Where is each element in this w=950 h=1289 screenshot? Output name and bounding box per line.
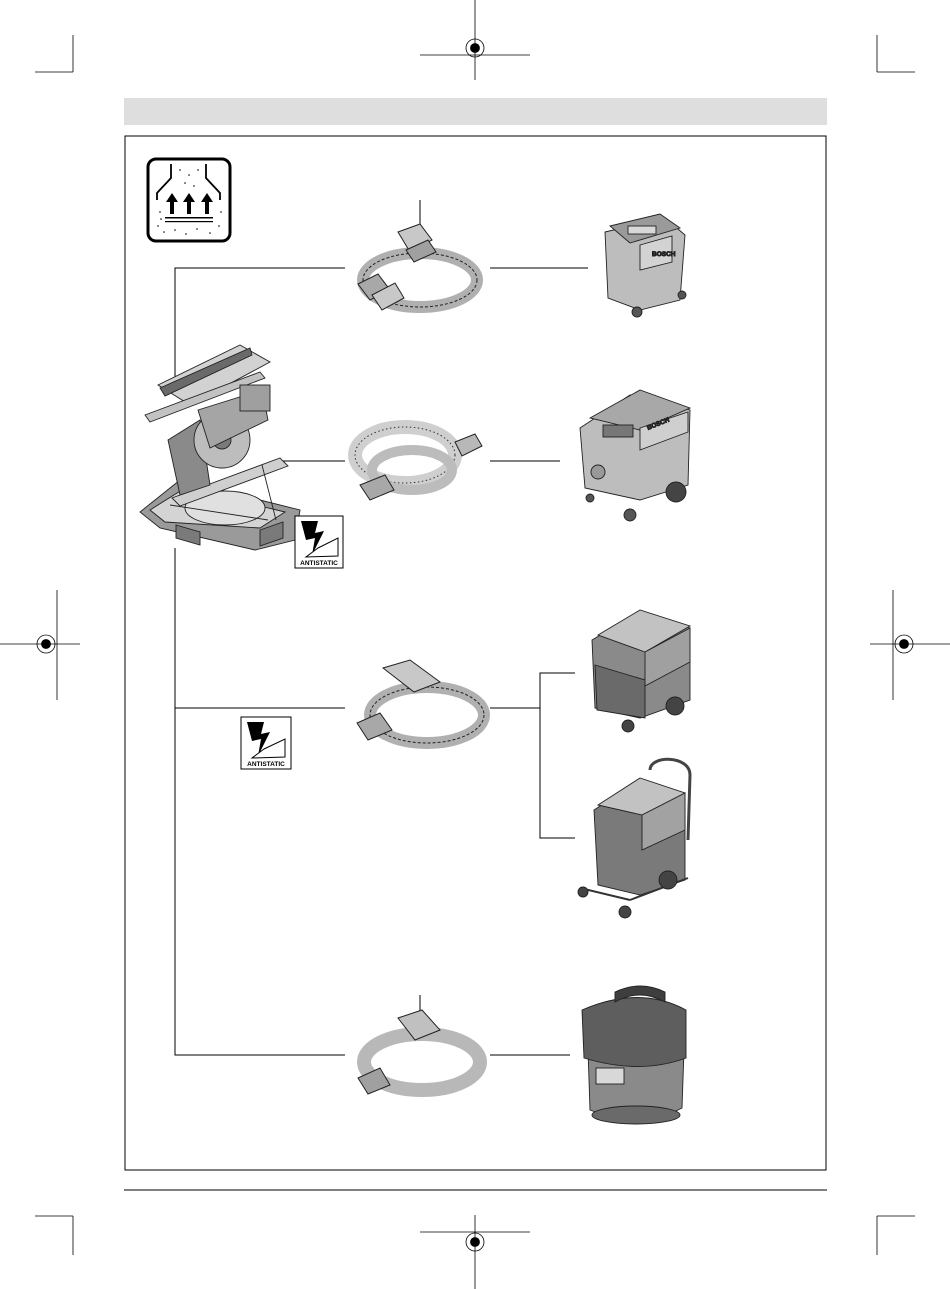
connector-lines: [175, 200, 588, 1055]
header-bar: [124, 98, 827, 125]
vacuum-4: [578, 759, 690, 918]
vacuum-1: BOSCH: [605, 214, 686, 317]
antistatic-badge-1: ANTISTATIC: [295, 516, 343, 568]
vacuum-1-brand: BOSCH: [652, 251, 676, 258]
hose-4: [358, 1010, 480, 1094]
antistatic-label-2: ANTISTATIC: [247, 761, 285, 768]
hose-2: [355, 427, 482, 500]
antistatic-label-1: ANTISTATIC: [300, 560, 338, 567]
miter-saw: [140, 345, 300, 550]
hose-1: [358, 224, 477, 310]
vacuum-3: [592, 610, 690, 732]
vacuum-5: [582, 986, 686, 1124]
dust-extraction-icon: [148, 159, 230, 241]
vacuum-2: BOSCH: [580, 390, 690, 521]
antistatic-badge-2: ANTISTATIC: [241, 717, 291, 769]
hose-3: [357, 660, 484, 743]
